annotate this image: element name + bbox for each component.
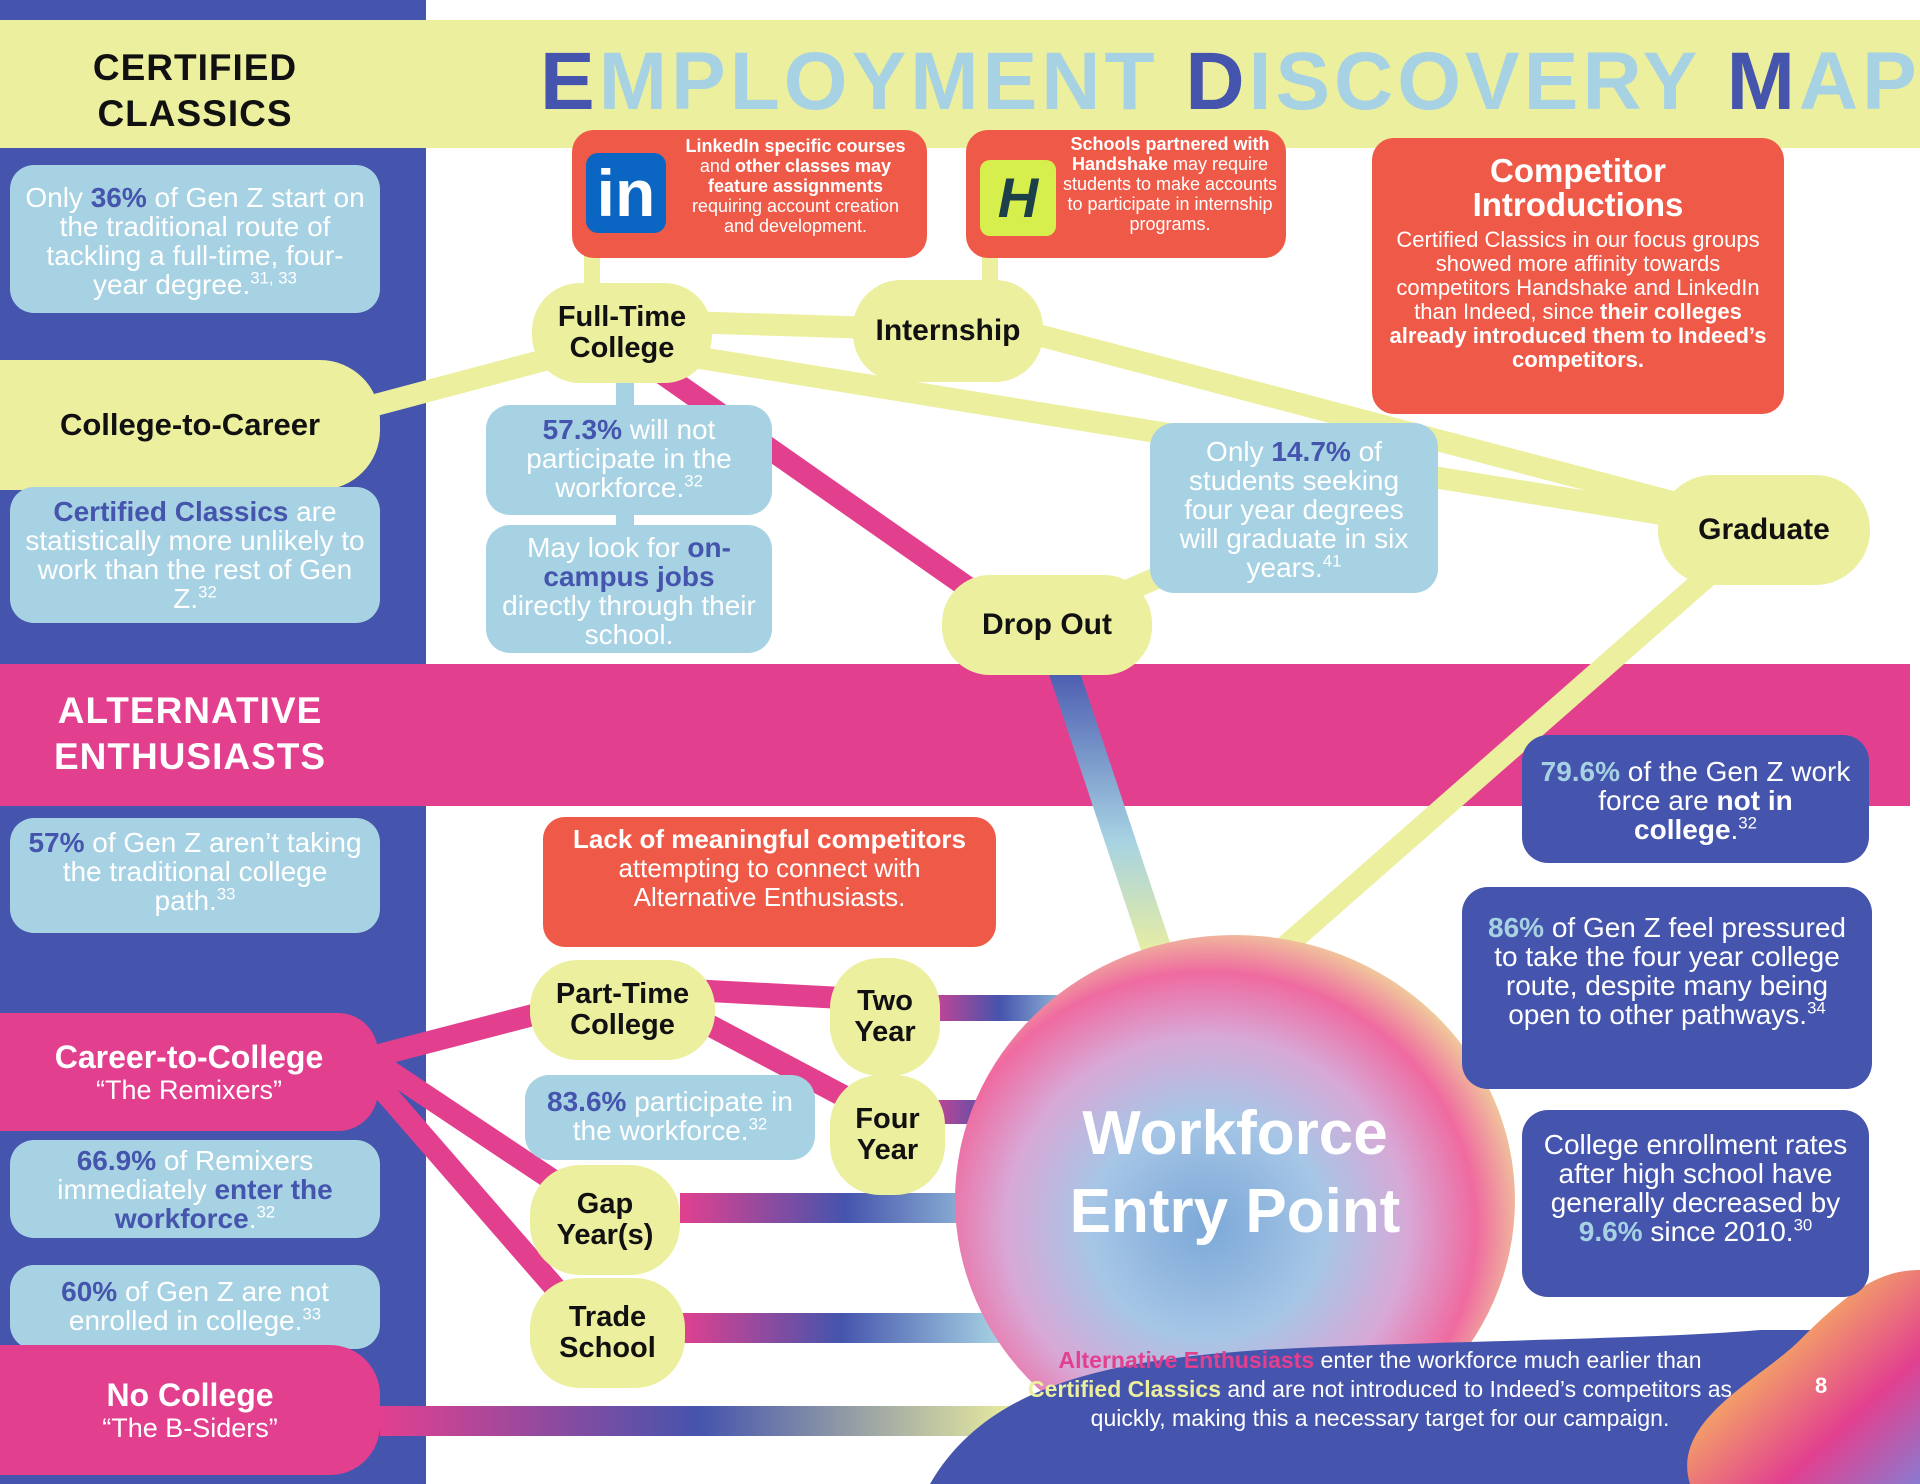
stat-box: May look for on-campus jobs directly thr… [486,525,772,653]
node-graduate: Graduate [1658,475,1870,585]
stat-box: 83.6% participate in the workforce.32 [525,1075,815,1160]
title-banner [0,20,1920,148]
competitor-callout: Competitor Introductions Certified Class… [1372,138,1784,414]
corner-blob [1687,1270,1920,1484]
linkedin-logo-icon: in [586,153,666,233]
node-two-year: Two Year [830,958,940,1076]
stat-box-navy: College enrollment rates after high scho… [1522,1110,1869,1297]
stat-box-navy: 79.6% of the Gen Z work force are not in… [1522,735,1869,863]
workforce-blob [955,935,1515,1465]
stat-box: 60% of Gen Z are not enrolled in college… [10,1265,380,1349]
stat-box-navy: 86% of Gen Z feel pressured to take the … [1462,887,1872,1089]
stat-box: Only 14.7% of students seeking four year… [1150,423,1438,593]
node-full-time-college: Full-Time College [532,283,712,383]
path-college-to-career: College-to-Career [0,360,380,490]
page-title: EMPLOYMENT DISCOVERY MAP [540,36,1920,127]
stat-box: 66.9% of Remixers immediately enter the … [10,1140,380,1238]
path-career-to-college: Career-to-College “The Remixers” [0,1013,378,1131]
node-internship: Internship [853,280,1043,382]
node-trade-school: Trade School [530,1278,685,1388]
stat-box: Only 36% of Gen Z start on the tradition… [10,165,380,313]
node-four-year: Four Year [830,1075,945,1195]
node-part-time-college: Part-Time College [530,960,715,1060]
lack-competitors-callout: Lack of meaningful competitors attemptin… [543,817,996,947]
stat-box: 57.3% will not participate in the workfo… [486,405,772,515]
footer-wave [930,1330,1810,1484]
stat-box: 57% of Gen Z aren’t taking the tradition… [10,818,380,933]
stat-box: Certified Classics are statistically mor… [10,487,380,623]
handshake-logo-icon: H [980,160,1056,236]
node-gap-years: Gap Year(s) [530,1165,680,1275]
path-no-college: No College “The B-Siders” [0,1345,380,1475]
page-number: 8 [1815,1373,1828,1398]
footer-note: Alternative Enthusiasts enter the workfo… [1027,1347,1733,1431]
node-drop-out: Drop Out [942,575,1152,675]
